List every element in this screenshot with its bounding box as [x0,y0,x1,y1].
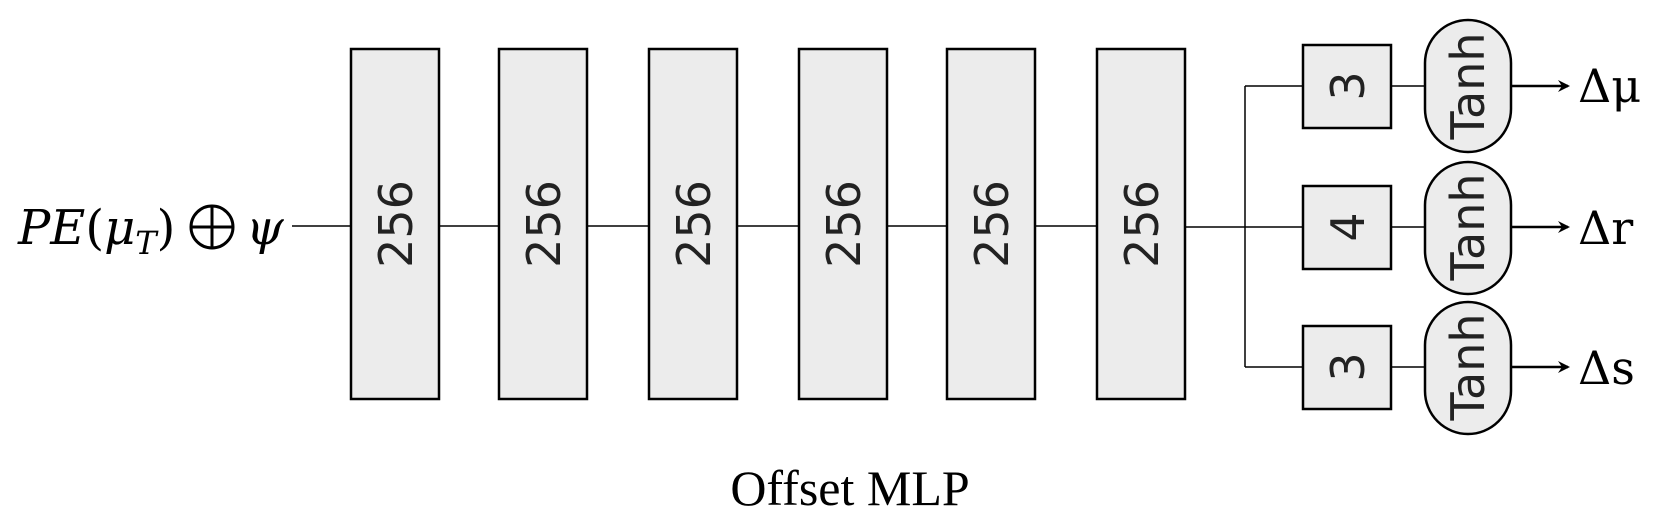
svg-text:PE(μT): PE(μT) [17,200,175,262]
svg-text:Δμ: Δμ [1578,59,1641,113]
hidden-layer-2: 256 [497,47,589,401]
hidden-layer-3: 256 [647,47,739,401]
hidden-layer-6: 256 [1095,47,1187,401]
svg-text:256: 256 [517,180,571,268]
svg-text:Δr: Δr [1578,201,1633,255]
svg-text:3: 3 [1321,352,1375,381]
svg-text:256: 256 [965,180,1019,268]
svg-text:3: 3 [1321,71,1375,100]
svg-text:Δs: Δs [1578,341,1635,395]
svg-text:Tanh: Tanh [1441,174,1495,282]
concat-icon [189,204,235,250]
head-s: 3 Tanh Δs [1301,300,1635,436]
svg-text:256: 256 [667,180,721,268]
hidden-layer-4: 256 [797,47,889,401]
svg-text:256: 256 [817,180,871,268]
layer-connections [292,85,1308,368]
diagram-title: Offset MLP [730,460,969,516]
svg-text:256: 256 [1115,180,1169,268]
hidden-layer-5: 256 [945,47,1037,401]
hidden-layer-1: 256 [349,47,441,401]
svg-text:Tanh: Tanh [1441,33,1495,141]
input-label: PE(μT) ψ [17,200,285,262]
svg-text:Tanh: Tanh [1441,314,1495,422]
head-r: 4 Tanh Δr [1301,160,1633,296]
head-mu: 3 Tanh Δμ [1301,18,1641,154]
svg-text:4: 4 [1321,212,1375,241]
svg-text:ψ: ψ [246,200,285,256]
svg-text:256: 256 [369,180,423,268]
